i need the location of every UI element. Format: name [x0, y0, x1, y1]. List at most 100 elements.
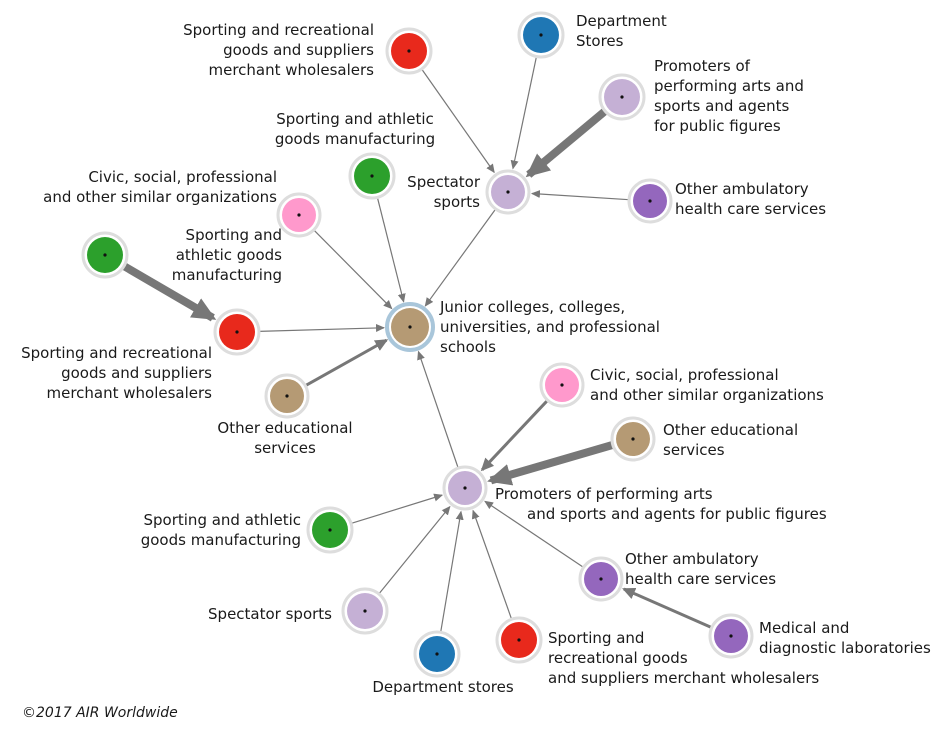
- node-label-promoters-bottom: Promoters of performing arts and sports a…: [495, 485, 827, 523]
- labels-layer: Junior colleges, colleges, universities, …: [21, 12, 931, 696]
- node-label-line: recreational goods: [548, 649, 688, 667]
- node-center-dot: [103, 253, 107, 257]
- node-center-dot: [729, 634, 733, 638]
- node-label-line: Medical and: [759, 619, 849, 637]
- node-center-dot: [620, 95, 624, 99]
- node-ambulatory-top[interactable]: [627, 178, 673, 224]
- node-center-dot: [328, 528, 332, 532]
- node-sporting-mfg-mid[interactable]: [348, 152, 396, 200]
- node-label-medical-labs: Medical and diagnostic laboratories: [759, 619, 931, 657]
- node-label-line: Sporting and: [548, 629, 644, 647]
- node-civic-right[interactable]: [539, 362, 585, 408]
- node-center-dot: [506, 190, 510, 194]
- node-label-line: Other ambulatory: [675, 180, 809, 198]
- node-label-line: universities, and professional: [440, 318, 660, 336]
- edge-ambulatory-bottom-to-promoters-bottom: [484, 500, 584, 568]
- node-label-line: Sporting and: [186, 226, 282, 244]
- node-label-line: Department stores: [372, 678, 513, 696]
- node-center-dot: [408, 325, 412, 329]
- node-center-dot: [370, 174, 374, 178]
- node-sporting-wholesale-bottom[interactable]: [495, 616, 543, 664]
- edge-spectator-top-to-center: [424, 208, 497, 307]
- node-label-line: Promoters of: [654, 57, 751, 75]
- node-label-line: and other similar organizations: [43, 188, 277, 206]
- node-promoters-top[interactable]: [598, 73, 646, 121]
- node-center-dot: [648, 199, 652, 203]
- node-ambulatory-bottom[interactable]: [578, 556, 624, 602]
- node-label-line: Spectator: [407, 173, 481, 191]
- node-label-line: athletic goods: [176, 246, 282, 264]
- node-label-line: and suppliers merchant wholesalers: [548, 669, 819, 687]
- node-label-line: merchant wholesalers: [46, 384, 212, 402]
- node-medical-labs[interactable]: [708, 613, 754, 659]
- edge-department-stores-bottom-to-promoters-bottom: [440, 510, 464, 633]
- edge-ambulatory-top-to-spectator-top: [530, 190, 630, 201]
- edge-other-edu-left-to-center: [304, 338, 389, 388]
- node-label-line: goods manufacturing: [141, 531, 301, 549]
- node-label-line: merchant wholesalers: [208, 61, 374, 79]
- node-center-dot: [631, 437, 635, 441]
- node-sporting-wholesale-top[interactable]: [385, 27, 433, 75]
- node-promoters-bottom[interactable]: [442, 465, 488, 511]
- node-label-line: Civic, social, professional: [88, 168, 277, 186]
- node-department-stores-bottom[interactable]: [413, 630, 461, 678]
- node-label-sporting-wholesale-bottom: Sporting and recreational goods and suppli…: [548, 629, 819, 687]
- node-label-line: Sporting and athletic: [276, 110, 434, 128]
- node-label-line: Sporting and recreational: [21, 344, 212, 362]
- node-label-line: Junior colleges, colleges,: [439, 298, 625, 316]
- node-label-sporting-mfg-mid: Sporting and athletic goods manufacturing: [275, 110, 435, 148]
- edge-civic-right-to-promoters-bottom: [480, 399, 549, 472]
- node-label-sporting-wholesale-left: Sporting and recreational goods and suppl…: [21, 344, 212, 402]
- node-civic-left[interactable]: [276, 192, 322, 238]
- node-label-other-edu-right: Other educational services: [663, 421, 798, 459]
- node-label-line: Other educational: [663, 421, 798, 439]
- node-label-line: Department: [576, 12, 667, 30]
- node-center[interactable]: [385, 302, 435, 352]
- edge-promoters-top-to-spectator-top: [525, 108, 608, 178]
- node-label-line: Other educational: [217, 419, 352, 437]
- edge-sporting-mfg-mid-to-center: [376, 197, 406, 303]
- edge-sporting-wholesale-top-to-spectator-top: [421, 68, 495, 174]
- node-center-dot: [463, 486, 467, 490]
- edge-sporting-wholesale-bottom-to-promoters-bottom: [471, 509, 513, 620]
- nodes-layer: [81, 11, 754, 678]
- node-label-ambulatory-top: Other ambulatory health care services: [675, 180, 826, 218]
- node-center-dot: [285, 394, 289, 398]
- node-label-line: health care services: [675, 200, 826, 218]
- edge-sporting-mfg-left-to-sporting-wholesale-left: [121, 262, 217, 322]
- node-label-line: goods manufacturing: [275, 130, 435, 148]
- node-label-line: Spectator sports: [208, 605, 332, 623]
- node-label-line: goods and suppliers: [61, 364, 212, 382]
- node-center-dot: [517, 638, 521, 642]
- node-sporting-wholesale-left[interactable]: [213, 308, 261, 356]
- node-label-line: Promoters of performing arts: [495, 485, 713, 503]
- node-spectator-bottom[interactable]: [341, 587, 389, 635]
- node-label-line: diagnostic laboratories: [759, 639, 931, 657]
- node-sporting-mfg-left[interactable]: [81, 231, 129, 279]
- node-center-dot: [235, 330, 239, 334]
- node-label-line: for public figures: [654, 117, 781, 135]
- node-label-line: Other ambulatory: [625, 550, 759, 568]
- node-other-edu-right[interactable]: [610, 416, 656, 462]
- node-other-edu-left[interactable]: [264, 373, 310, 419]
- node-label-line: manufacturing: [172, 266, 282, 284]
- node-sporting-mfg-bottom[interactable]: [306, 506, 354, 554]
- edge-spectator-bottom-to-promoters-bottom: [378, 505, 451, 595]
- node-label-line: and sports and agents for public figures: [527, 505, 827, 523]
- node-department-stores-top[interactable]: [517, 11, 565, 59]
- node-center-dot: [363, 609, 367, 613]
- copyright-notice: ©2017 AIR Worldwide: [22, 705, 178, 721]
- node-label-line: sports and agents: [654, 97, 789, 115]
- edges-layer: [121, 56, 713, 633]
- node-center-dot: [599, 577, 603, 581]
- node-label-department-stores-bottom: Department stores: [372, 678, 513, 696]
- node-label-line: Stores: [576, 32, 624, 50]
- node-spectator-top[interactable]: [485, 169, 531, 215]
- node-label-line: services: [663, 441, 725, 459]
